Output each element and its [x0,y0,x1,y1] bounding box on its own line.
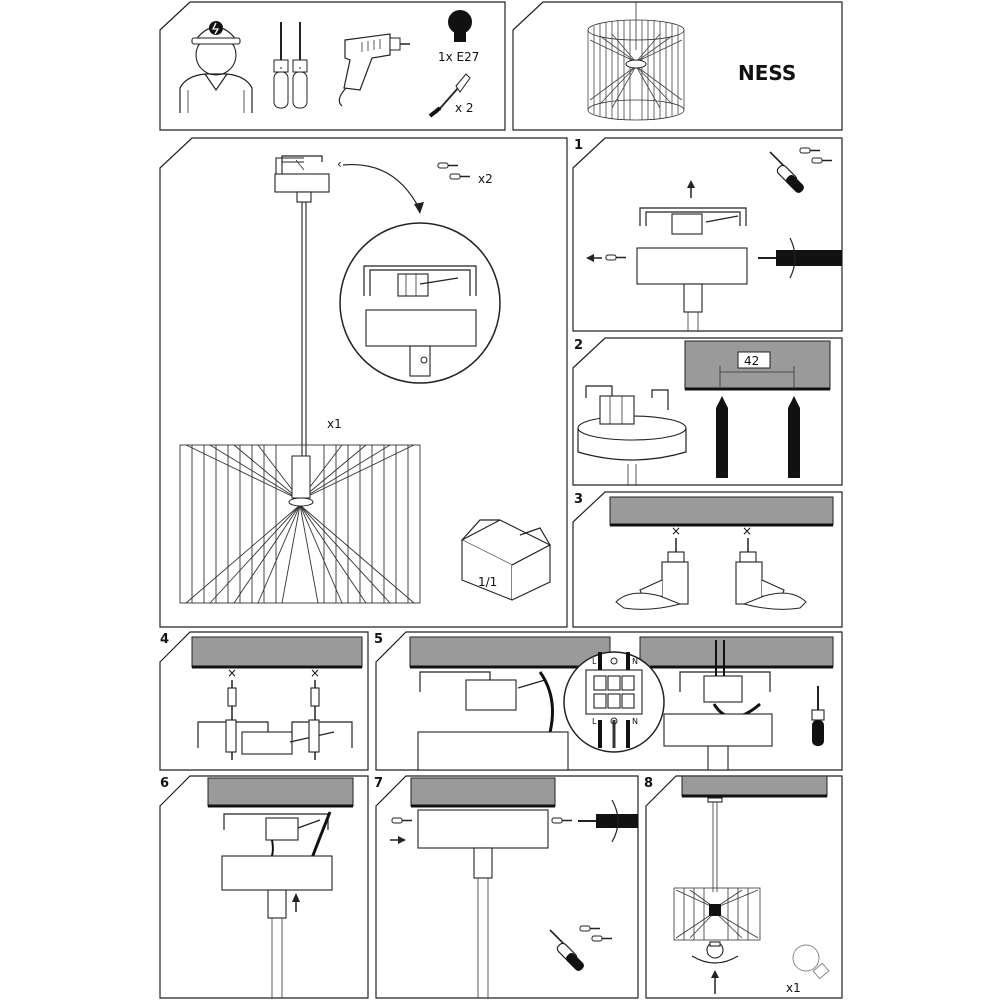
step-4-panel: 4 × × [159,631,369,771]
step-6-panel: 6 [159,775,369,999]
step-8-panel: 8 x1 [644,775,843,999]
bulb-icon [448,10,472,42]
product-name: NESS [738,61,796,85]
plug-mark-1: × [227,666,237,680]
rotate-bulb-arrow [691,955,739,964]
canopy-top [274,155,330,193]
package-box-icon [460,519,552,601]
screws-count: x2 [478,172,493,186]
step-8-number: 8 [644,776,653,791]
bulb-quantity: x1 [786,981,801,995]
distance-label: 42 [744,354,759,368]
lamp-quantity: x1 [327,417,342,431]
tools-panel: 1x E27 x 2 [159,1,506,131]
rotate-arrow [789,237,796,279]
terminal-l-bottom: L [592,717,597,726]
drill-icon [338,33,410,107]
box-count: 1/1 [478,575,497,589]
terminal-n-top: N [632,657,638,666]
detail-magnifier [339,222,501,384]
overview-panel: ‹ x2 x1 [159,137,568,628]
lamp-small [673,887,761,941]
step-3-panel: 3 × × [572,491,843,628]
terminal-l-top: L [592,657,597,666]
plug-mark-2: × [310,666,320,680]
terminal-n-bottom: N [632,717,638,726]
step-1-number: 1 [574,138,583,153]
step-5-panel: 5 L N L N [374,631,843,771]
bulb-label: 1x E27 [438,50,479,64]
lamp-thumbnail [587,2,685,121]
step-2-number: 2 [574,338,583,353]
drill-mark-1: × [671,524,681,538]
step-7-panel: 7 [374,775,639,999]
electrician-icon [179,21,253,113]
step-4-number: 4 [160,632,169,647]
wall-plug-icon [428,73,471,118]
step-7-number: 7 [374,776,383,791]
product-panel: NESS [512,1,843,131]
bulb-e27-icon [792,944,830,980]
step-3-number: 3 [574,492,583,507]
drill-right-icon [735,538,807,610]
screw-count-label: x 2 [455,101,474,115]
curved-arrow [342,163,421,211]
step-5-number: 5 [374,632,383,647]
step-1-panel: 1 [572,137,843,332]
step-2-panel: 2 42 [572,337,843,486]
drill-left-icon [615,538,689,610]
step-6-number: 6 [160,776,169,791]
terminal-detail: L N L N [563,651,665,753]
arrow-marker: ‹ [337,157,342,171]
screwdriver-small-icon [811,686,825,746]
drill-mark-2: × [742,524,752,538]
screwdrivers-icon [273,22,308,109]
